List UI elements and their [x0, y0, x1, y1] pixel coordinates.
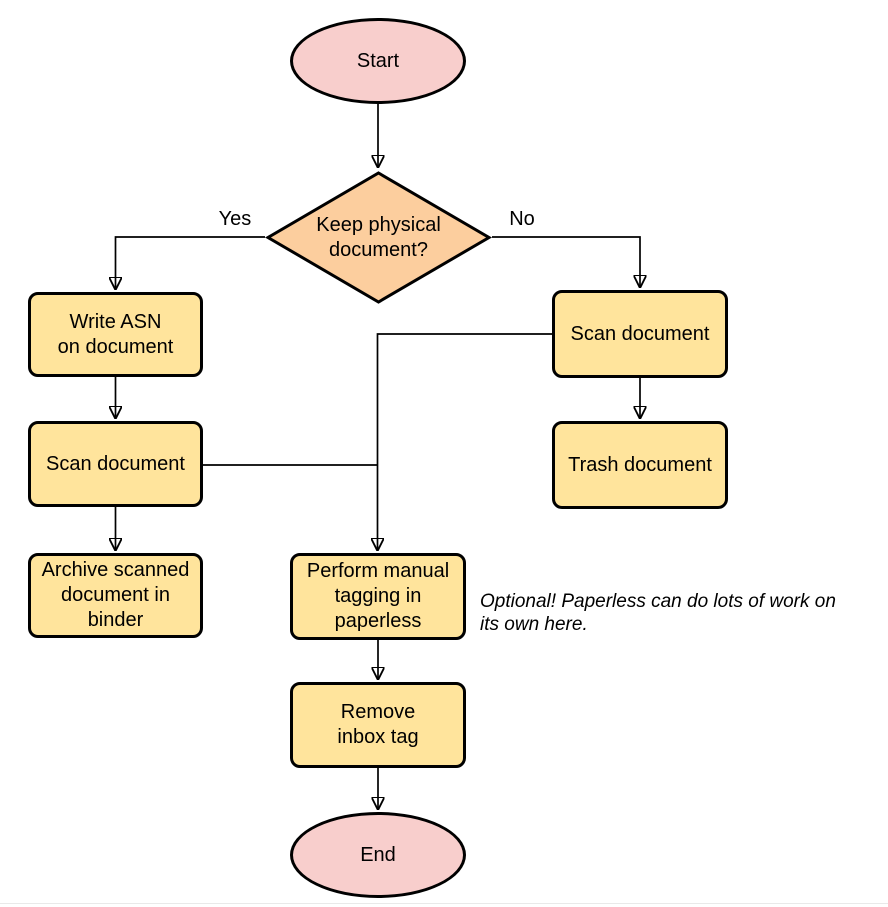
node-decision-label: Keep physical document? — [316, 213, 441, 261]
node-archive: Archive scanned document in binder — [28, 553, 203, 638]
node-end: End — [290, 812, 466, 898]
edge-decision-yes — [116, 236, 265, 289]
edge-label-no: No — [509, 208, 535, 230]
edge-label-yes: Yes — [218, 208, 252, 230]
node-write-asn: Write ASN on document — [28, 292, 203, 377]
node-scan-document-right: Scan document — [552, 290, 728, 378]
node-tagging-label: Perform manual tagging in paperless — [306, 560, 450, 632]
edge-scanright-to-tagging — [378, 333, 552, 550]
node-decision: Keep physical document? — [265, 170, 492, 305]
node-trash: Trash document — [552, 421, 728, 509]
bottom-divider — [0, 903, 888, 904]
annotation-optional: Optional! Paperless can do lots of work … — [480, 591, 836, 635]
node-scan-document-left: Scan document — [28, 421, 203, 507]
diamond-shape-icon — [265, 171, 492, 304]
node-start: Start — [290, 18, 466, 104]
node-write-asn-label: Write ASN on document — [57, 310, 174, 358]
node-end-label: End — [360, 843, 396, 866]
node-start-label: Start — [356, 49, 400, 72]
node-tagging: Perform manual tagging in paperless — [290, 553, 466, 640]
edge-decision-no — [492, 236, 640, 287]
node-archive-label: Archive scanned document in binder — [41, 559, 190, 631]
node-remove-inbox: Remove inbox tag — [290, 682, 466, 768]
node-trash-label: Trash document — [568, 453, 712, 476]
node-scan-document-left-label: Scan document — [46, 452, 185, 475]
node-remove-inbox-label: Remove inbox tag — [337, 701, 419, 748]
node-scan-document-right-label: Scan document — [570, 322, 710, 345]
